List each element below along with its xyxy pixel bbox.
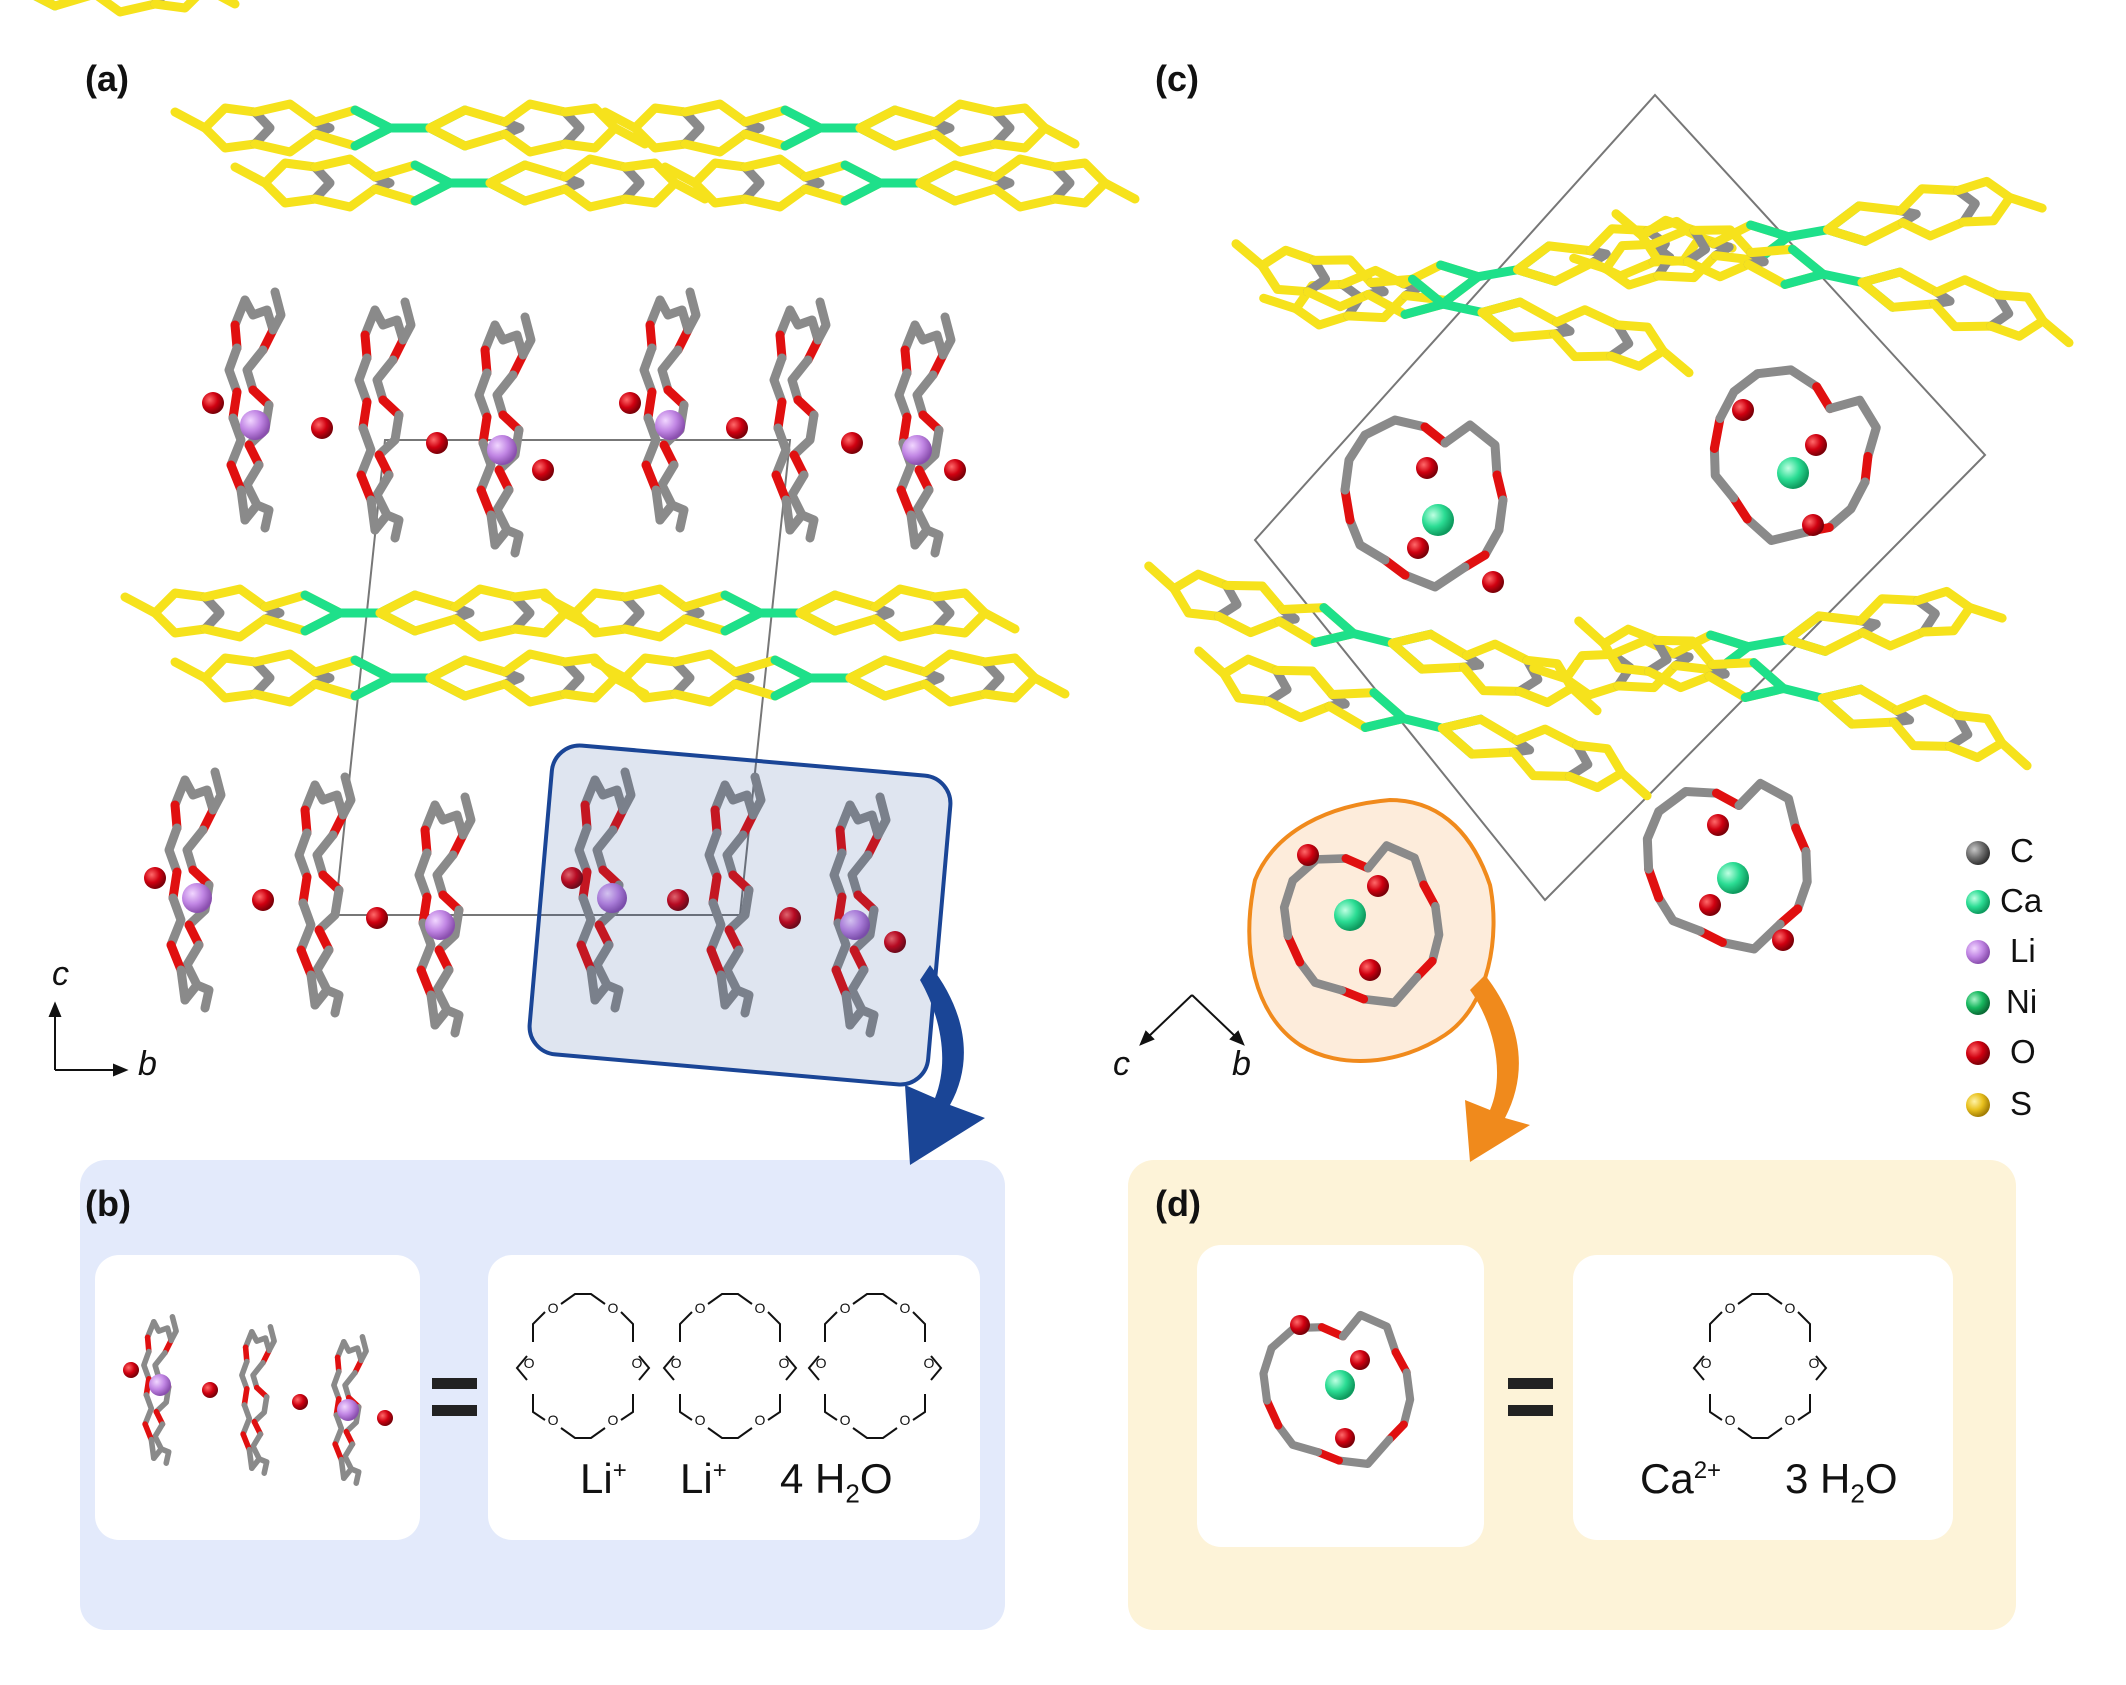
axis-a-vertical-label: c [52,955,69,993]
panel-a-structure [125,104,1135,1033]
legend-label-li: Li [2010,932,2036,969]
equals-sign-d [1508,1378,1553,1416]
crown-skeletal-1 [516,1293,650,1439]
crown-skeletal-4 [1693,1293,1827,1439]
panel-d-molecule [1251,1303,1427,1485]
formula-ca: Ca2+ [1640,1455,1722,1502]
formula-water-d: 3 H2O [1785,1455,1898,1509]
legend-swatches [1966,841,1990,1117]
axes-c [1139,994,1245,1046]
blue-arrow [905,965,985,1165]
panel-c-label: (c) [1155,58,1199,99]
formula-li-2: Li+ [680,1455,727,1502]
panel-a-label: (a) [85,58,129,99]
formula-li-1: Li+ [580,1455,627,1502]
panel-b-molecules [123,1317,393,1483]
unit-cell-c [1253,93,1987,902]
orange-arrow [1465,975,1530,1162]
axis-c-left-label: c [1113,1045,1130,1083]
axis-a-horizontal-label: b [138,1045,157,1083]
legend-label-s: S [2010,1085,2033,1122]
axis-c-right-label: b [1232,1045,1251,1083]
equals-sign-b [432,1378,477,1416]
panel-d-formula-box [1573,1255,1953,1540]
axes-a [48,1001,129,1077]
crown-skeletal-3 [808,1293,942,1439]
crown-skeletal-2 [663,1293,797,1439]
legend-label-ni: Ni [2006,983,2038,1020]
legend-label-ca: Ca [2000,882,2043,919]
blue-highlight-box [527,743,953,1087]
legend-label-c: C [2010,832,2034,869]
panel-c-structure [0,0,2077,965]
panel-b-formula-box [488,1255,980,1540]
formula-water-b: 4 H2O [780,1455,893,1509]
panel-b-label: (b) [85,1183,131,1224]
legend-label-o: O [2010,1033,2036,1070]
panel-d-label: (d) [1155,1183,1201,1224]
